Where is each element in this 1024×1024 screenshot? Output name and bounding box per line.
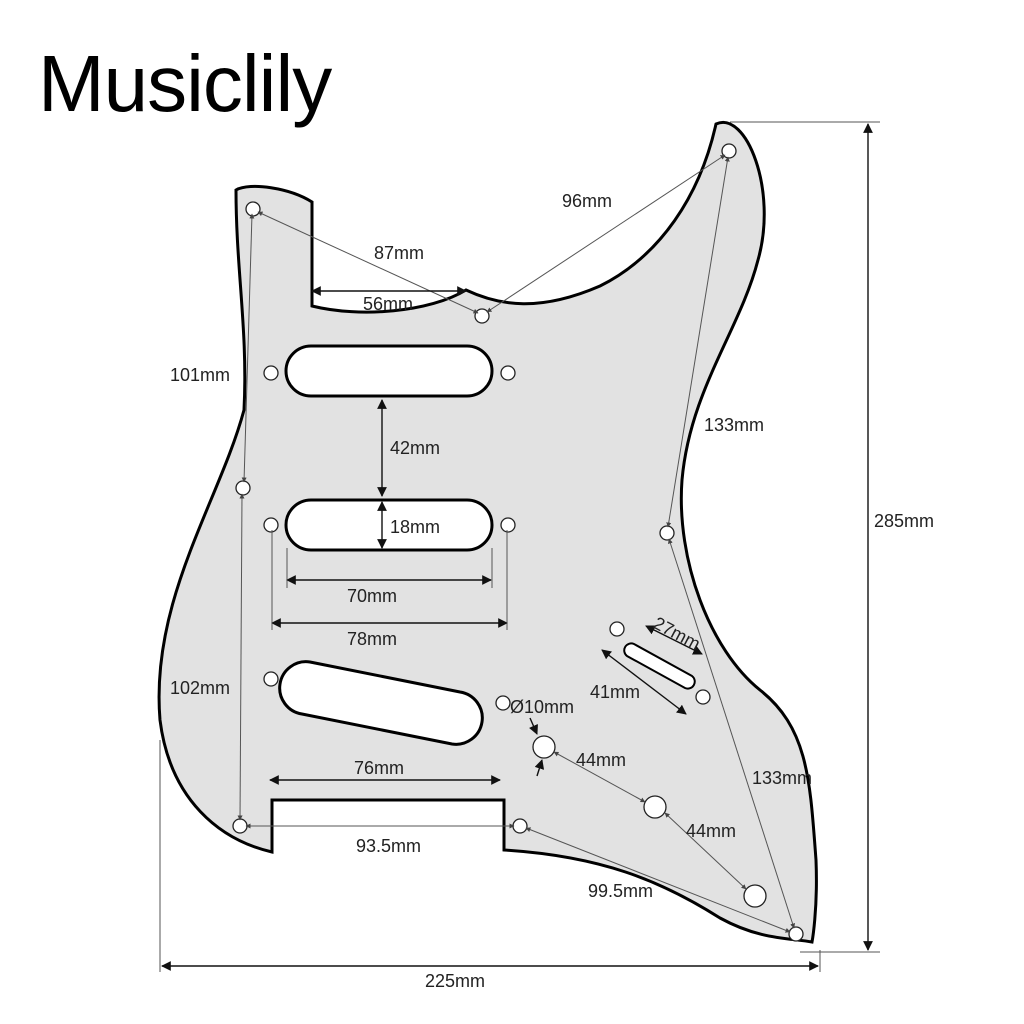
dimension-label: 87mm <box>374 243 424 263</box>
screw-hole <box>788 926 804 942</box>
dimension-label: 285mm <box>874 511 934 531</box>
feature-dimension-lines <box>269 286 703 785</box>
brand-logo: Musiclily <box>38 39 332 128</box>
dimension-label: 101mm <box>170 365 230 385</box>
screw-hole <box>512 818 528 834</box>
mount-hole <box>495 695 511 711</box>
dimension-label: 44mm <box>686 821 736 841</box>
dimension-label: 99.5mm <box>588 881 653 901</box>
screw-hole <box>232 818 248 834</box>
switch-mount-hole <box>609 621 625 637</box>
screw-dimension-lines <box>237 154 796 933</box>
dimension-label: 133mm <box>704 415 764 435</box>
mount-hole <box>500 365 516 381</box>
mount-hole <box>263 517 279 533</box>
bridge-pickup-slot <box>278 660 484 746</box>
switch-mount-hole <box>695 689 711 705</box>
dimension-label: 41mm <box>590 682 640 702</box>
dimension-label: 56mm <box>363 294 413 314</box>
dimension-label: 70mm <box>347 586 397 606</box>
dimension-label: 93.5mm <box>356 836 421 856</box>
screw-hole <box>474 308 490 324</box>
dimension-label: Ø10mm <box>510 697 574 717</box>
neck-pickup-slot <box>284 344 494 398</box>
dimension-label: 133mm <box>752 768 812 788</box>
dimension-label: 225mm <box>425 971 485 991</box>
dimension-labels: 96mm 87mm 56mm 101mm 42mm 18mm 70mm 78mm… <box>170 191 934 991</box>
dimension-label: 96mm <box>562 191 612 211</box>
tone-pot-hole <box>643 795 667 819</box>
overall-dimension-lines <box>159 121 880 972</box>
tone-pot-hole <box>743 884 767 908</box>
dimension-label: 42mm <box>390 438 440 458</box>
dimension-label: 78mm <box>347 629 397 649</box>
mount-hole <box>263 671 279 687</box>
dimension-label: 18mm <box>390 517 440 537</box>
middle-pickup-slot <box>284 498 494 552</box>
mount-hole <box>263 365 279 381</box>
mount-hole <box>500 517 516 533</box>
screw-hole <box>659 525 675 541</box>
screw-hole <box>245 201 261 217</box>
screw-hole <box>235 480 251 496</box>
volume-pot-hole <box>532 735 556 759</box>
dimension-label: 102mm <box>170 678 230 698</box>
dimension-label: 76mm <box>354 758 404 778</box>
dimension-label: 44mm <box>576 750 626 770</box>
